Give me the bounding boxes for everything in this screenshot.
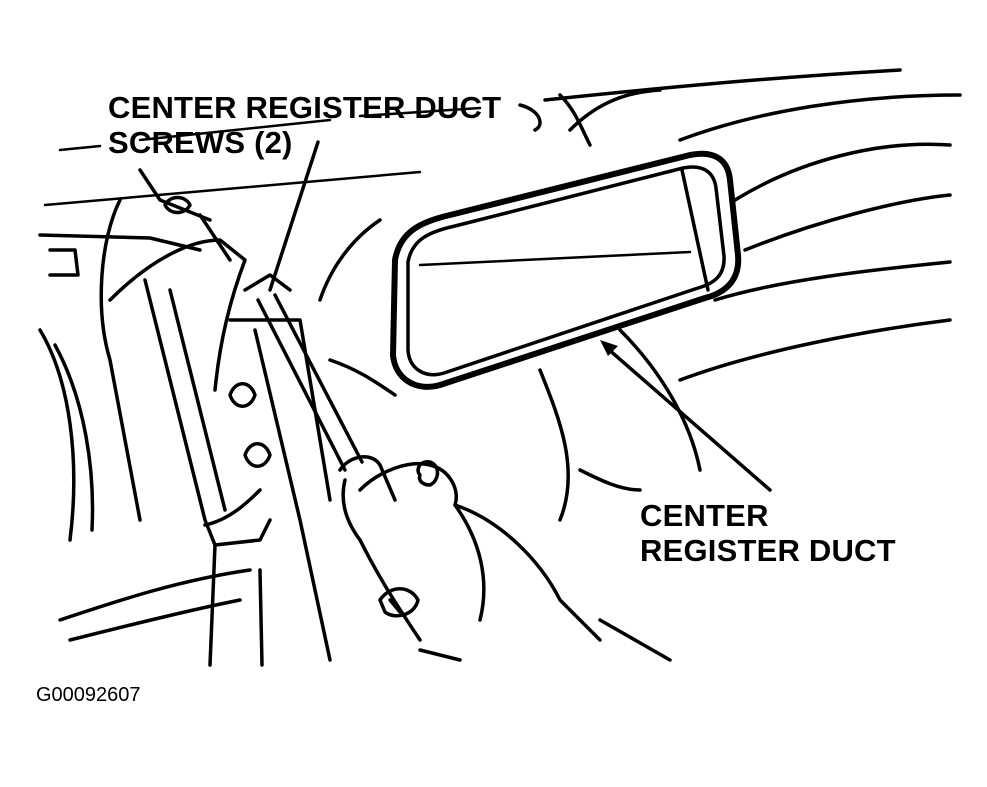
duct-leader <box>605 346 772 492</box>
screws-leader-lower <box>268 140 320 292</box>
center-register-duct-screws-label: CENTER REGISTER DUCT SCREWS (2) <box>108 90 501 160</box>
center-register-duct <box>318 150 742 522</box>
screwdriver <box>243 273 397 542</box>
duct-label-line1: CENTER <box>640 498 769 533</box>
figure-code: G00092607 <box>36 684 141 706</box>
screws-leader-top <box>518 103 542 132</box>
mounting-bracket <box>99 168 332 667</box>
duct-leader-arrowhead <box>600 340 618 356</box>
duct-label-line2: REGISTER DUCT <box>640 533 896 568</box>
dashboard-outline <box>38 68 962 662</box>
leader-lines <box>268 103 772 492</box>
screws-label-line2: SCREWS (2) <box>108 125 293 160</box>
center-register-duct-label: CENTER REGISTER DUCT <box>640 498 896 568</box>
hand <box>358 460 602 642</box>
screws-label-line1: CENTER REGISTER DUCT <box>108 90 502 125</box>
